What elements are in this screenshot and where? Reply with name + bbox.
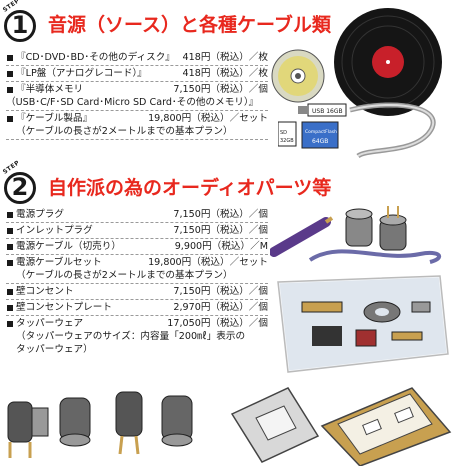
item-price: 2,970円（税込）／個 xyxy=(173,302,268,313)
svg-text:64GB: 64GB xyxy=(312,138,328,145)
svg-text:32GB: 32GB xyxy=(280,138,294,144)
item-name: 『半導体メモリ xyxy=(16,84,84,95)
list-item: 『CD･DVD･BD･その他のディスク』 418円（税込）／枚 xyxy=(6,50,268,66)
item-name: 壁コンセントプレート xyxy=(16,302,112,313)
section-2-heading: 自作派の為のオーディオパーツ等 xyxy=(48,177,332,199)
item-name: 電源プラグ xyxy=(16,209,64,220)
svg-text:CompactFlash: CompactFlash xyxy=(305,129,337,135)
svg-text:USB 16GB: USB 16GB xyxy=(312,108,343,115)
step-number: 2 xyxy=(11,173,29,201)
item-price: 7,150円（税込）／個 xyxy=(173,209,268,220)
section-2-list: 電源プラグ 7,150円（税込）／個 インレットプラグ 7,150円（税込）／個 電… xyxy=(6,207,268,357)
item-price: 418円（税込）／枚 xyxy=(182,68,268,79)
list-item: 壁コンセント 7,150円（税込）／個 xyxy=(6,284,268,300)
item-note: （ケーブルの長さが2メートルまでの基本プラン） xyxy=(16,126,233,137)
step-1-badge: 1 STEP xyxy=(2,0,40,42)
item-name: 電源ケーブルセット xyxy=(16,257,102,268)
step-circle xyxy=(4,10,36,42)
list-item: 『LP盤（アナログレコード）』 418円（税込）／枚 xyxy=(6,66,268,82)
item-name: 壁コンセント xyxy=(16,286,74,297)
cd-disc-illustration xyxy=(271,49,325,103)
step-number: 1 xyxy=(11,11,29,39)
item-note: （タッパーウェアのサイズ：内容量「200㎖」表示の xyxy=(16,331,246,342)
svg-text:SD: SD xyxy=(280,130,287,136)
plugs-row-illustration xyxy=(7,391,193,458)
list-item: 『ケーブル製品』 19,800円（税込）／セット （ケーブルの長さが2メートルまで… xyxy=(6,111,268,140)
item-name: タッパーウェア xyxy=(16,318,84,329)
item-name: 『ケーブル製品』 xyxy=(16,113,93,124)
step-circle xyxy=(4,172,36,204)
cable-and-plugs-illustration xyxy=(270,206,442,264)
item-note: タッパーウェア） xyxy=(16,344,93,355)
wall-outlet-illustration xyxy=(230,387,452,466)
item-note: （USB･C/F･SD Card･Micro SD Card･その他のメモリ）』 xyxy=(6,97,259,108)
item-name: 電源ケーブル（切売り） xyxy=(16,241,121,252)
item-name: インレットプラグ xyxy=(16,225,93,236)
list-item: 『半導体メモリ 7,150円（税込）／個 （USB･C/F･SD Card･Mic… xyxy=(6,82,268,111)
item-price: 7,150円（税込）／個 xyxy=(173,286,268,297)
section-1-heading: 音源（ソース）と各種ケーブル類 xyxy=(48,14,331,36)
item-note: （ケーブルの長さが2メートルまでの基本プラン） xyxy=(16,270,233,281)
item-price: 418円（税込）／枚 xyxy=(182,52,268,63)
item-name: 『CD･DVD･BD･その他のディスク』 xyxy=(16,52,175,63)
vinyl-record-illustration xyxy=(334,8,442,116)
section-1-list: 『CD･DVD･BD･その他のディスク』 418円（税込）／枚 『LP盤（アナログ… xyxy=(6,50,268,140)
item-price: 7,150円（税込）／個 xyxy=(173,225,268,236)
item-price: 19,800円（税込）／セット xyxy=(148,113,268,124)
list-item: 電源ケーブル（切売り） 9,900円（税込）／M xyxy=(6,239,268,255)
step-2-badge: 2 STEP xyxy=(2,159,40,204)
list-item: タッパーウェア 17,050円（税込）／個 （タッパーウェアのサイズ：内容量「20… xyxy=(6,316,268,357)
item-price: 19,800円（税込）／セット xyxy=(148,257,268,268)
list-item: インレットプラグ 7,150円（税込）／個 xyxy=(6,223,268,239)
item-name: 『LP盤（アナログレコード）』 xyxy=(16,68,147,79)
list-item: 電源ケーブルセット 19,800円（税込）／セット （ケーブルの長さが2メートルま… xyxy=(6,255,268,284)
tupperware-parts-illustration xyxy=(276,274,450,374)
list-item: 電源プラグ 7,150円（税込）／個 xyxy=(6,207,268,223)
item-price: 17,050円（税込）／個 xyxy=(167,318,268,329)
item-price: 9,900円（税込）／M xyxy=(174,241,268,252)
item-price: 7,150円（税込）／個 xyxy=(173,84,268,95)
memory-and-cable-illustration: USB 16GB SD 32GB CompactFlash 64GB xyxy=(278,102,436,159)
list-item: 壁コンセントプレート 2,970円（税込）／個 xyxy=(6,300,268,316)
